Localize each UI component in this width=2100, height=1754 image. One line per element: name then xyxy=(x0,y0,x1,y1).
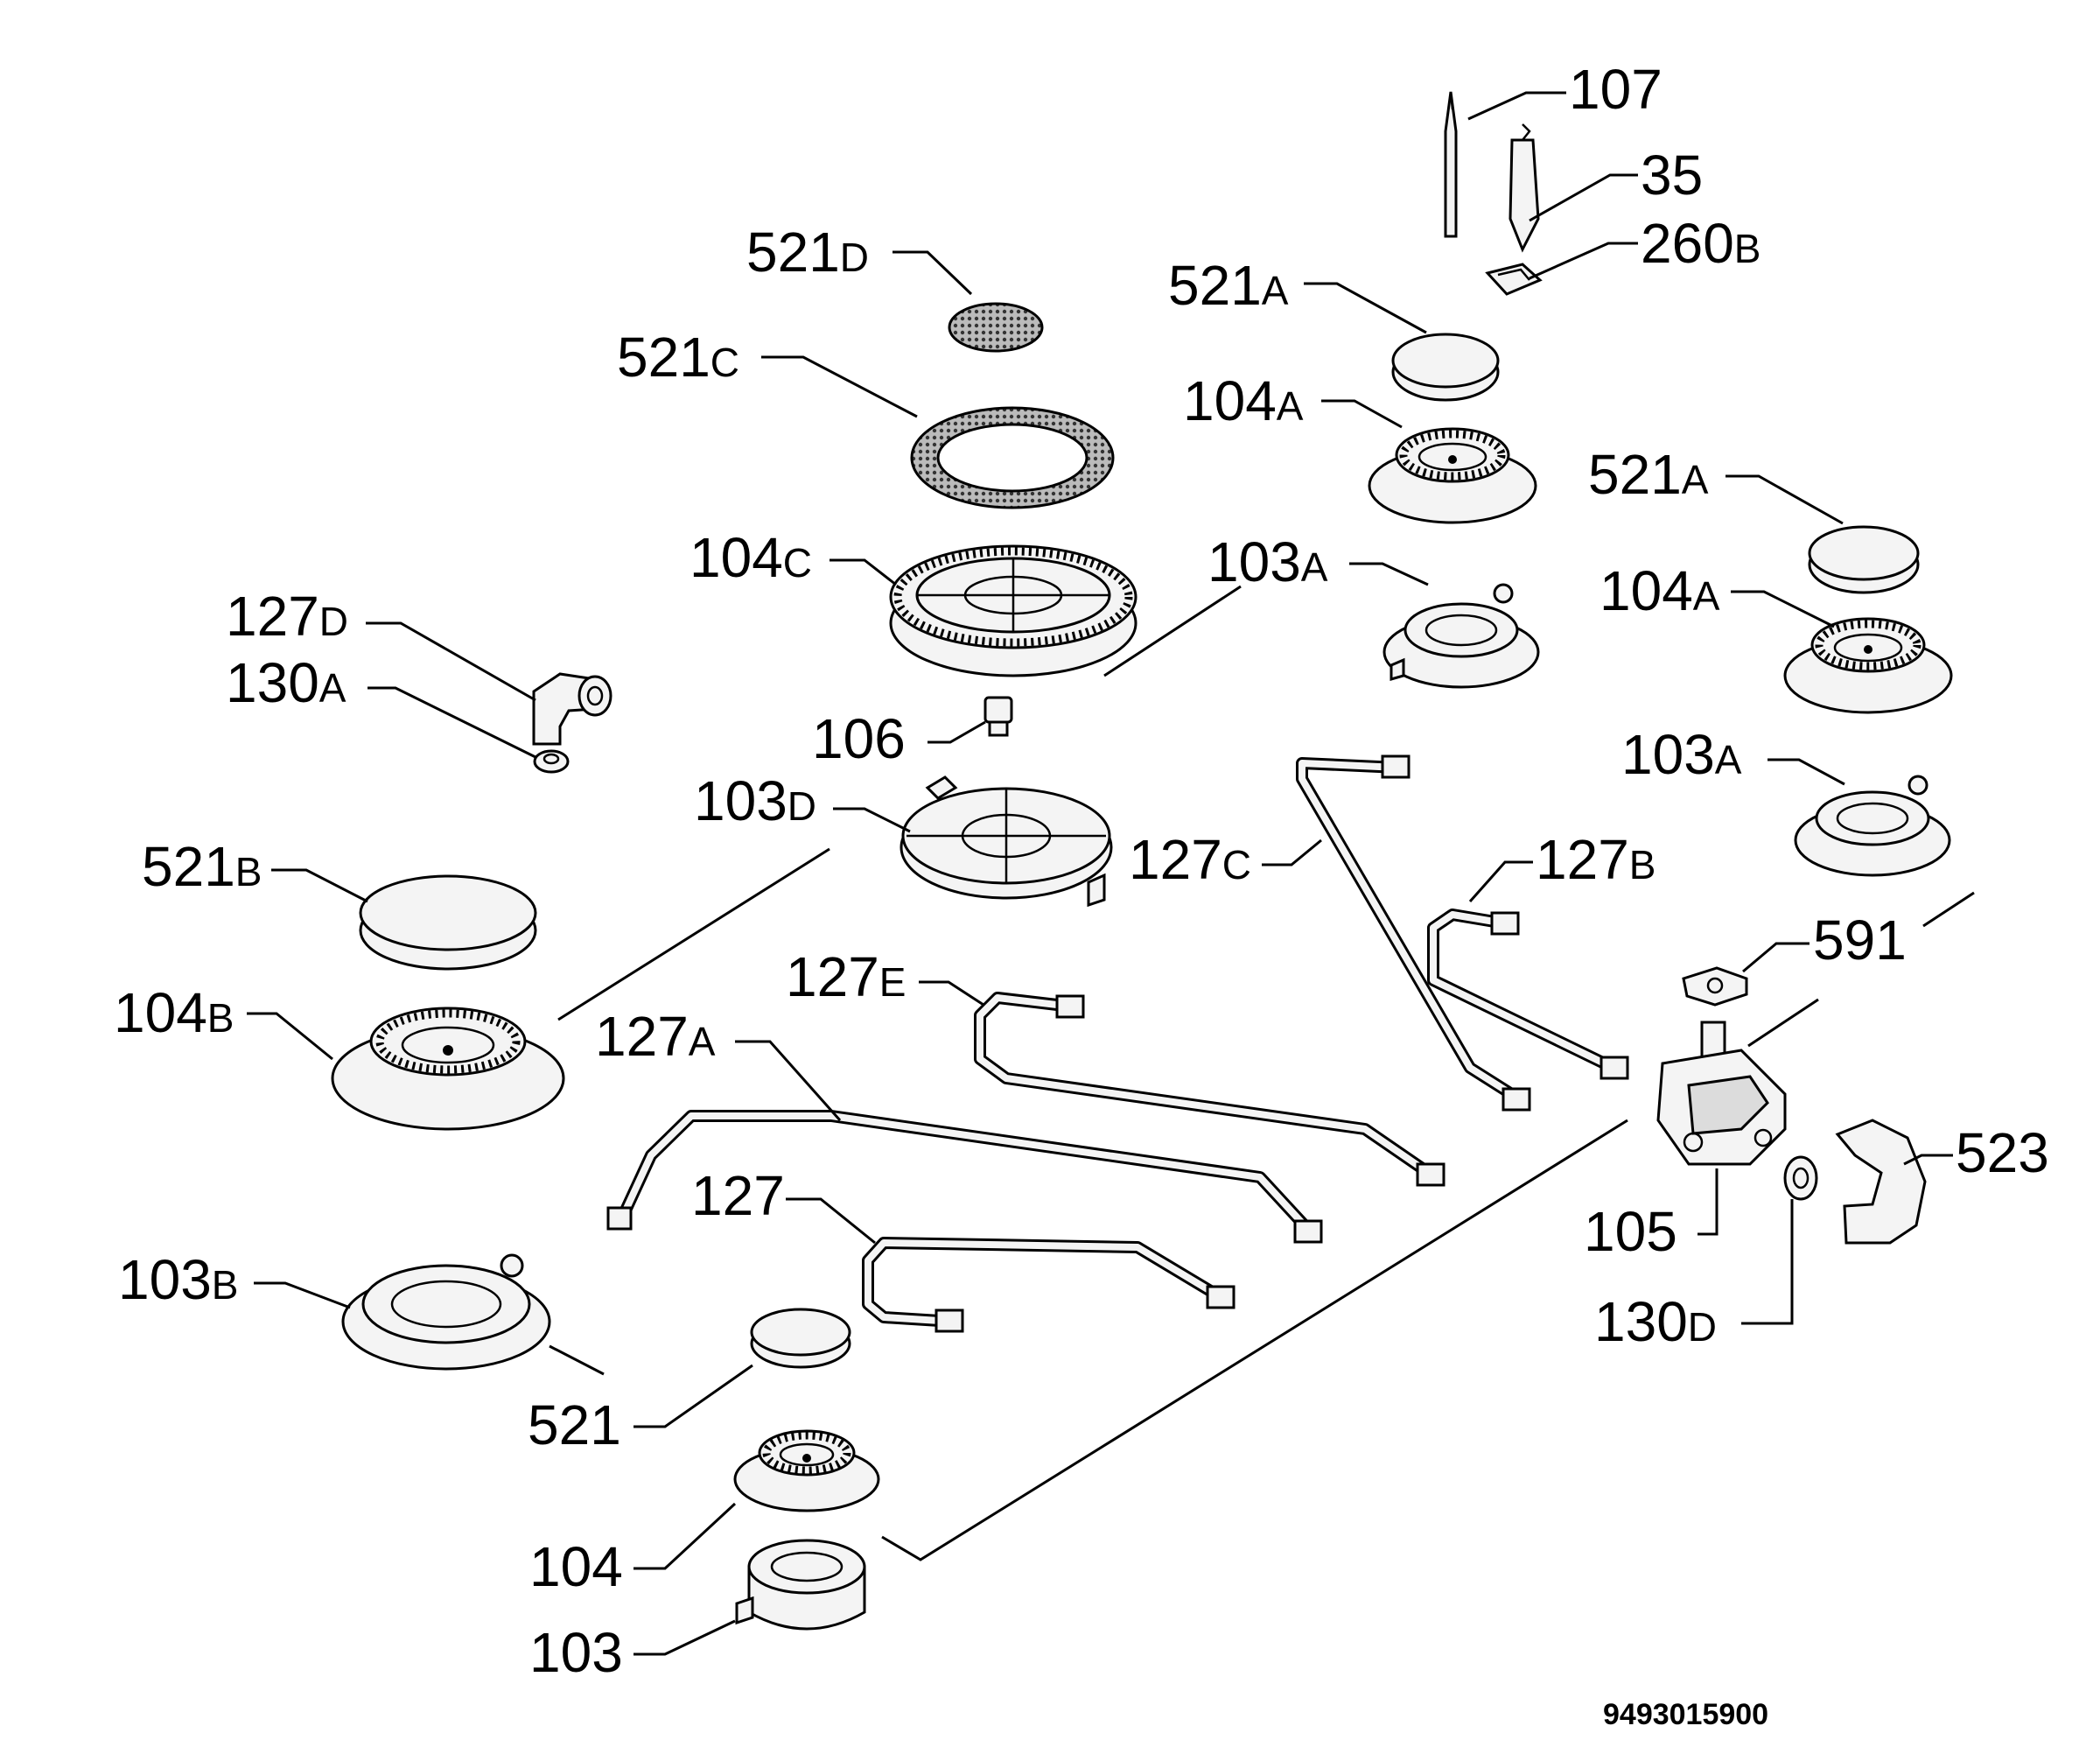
label-35: 35 xyxy=(1641,144,1704,207)
label-104b: 104B xyxy=(114,981,234,1044)
cup-103a-upper xyxy=(1382,583,1540,689)
label-106: 106 xyxy=(812,707,906,770)
gas-pipe-127a xyxy=(606,1110,1323,1244)
cup-103 xyxy=(735,1539,866,1631)
label-127a: 127A xyxy=(595,1005,716,1068)
label-521a-right: 521A xyxy=(1588,443,1709,506)
crown-104b xyxy=(331,1007,565,1131)
crown-104a-upper xyxy=(1368,427,1537,524)
label-130a: 130A xyxy=(226,651,346,714)
clip-260b xyxy=(1485,263,1543,296)
plate-591 xyxy=(1682,966,1748,1007)
label-127: 127 xyxy=(691,1164,785,1227)
gas-pipe-127e xyxy=(974,992,1446,1187)
label-103b: 103B xyxy=(118,1248,239,1311)
mesh-cap-521d xyxy=(948,302,1044,353)
burner-cup-103d xyxy=(900,775,1113,908)
ignition-electrode-35 xyxy=(1508,123,1540,253)
mesh-ring-521c xyxy=(910,406,1115,509)
cap-521b xyxy=(359,874,537,971)
label-521d: 521D xyxy=(746,221,870,284)
injector-106 xyxy=(984,696,1013,737)
label-523: 523 xyxy=(1956,1121,2049,1184)
label-103: 103 xyxy=(529,1621,623,1684)
label-105: 105 xyxy=(1584,1200,1677,1263)
label-103a-upper: 103A xyxy=(1208,530,1328,593)
crown-104a-right xyxy=(1783,617,1953,714)
cap-521 xyxy=(750,1308,851,1369)
label-521: 521 xyxy=(528,1393,621,1456)
label-521c: 521C xyxy=(617,326,740,389)
leader-lines xyxy=(247,91,1953,1656)
cup-103b xyxy=(341,1253,551,1371)
burner-crown-104c xyxy=(889,544,1138,677)
label-260b: 260B xyxy=(1641,212,1761,275)
label-127d: 127D xyxy=(226,585,349,648)
label-104a-upper: 104A xyxy=(1183,369,1304,432)
gas-pipe-127 xyxy=(862,1237,1236,1333)
cap-521a-upper xyxy=(1391,333,1500,402)
label-127c: 127C xyxy=(1129,828,1252,891)
bracket-523 xyxy=(1835,1119,1927,1245)
cap-521a-right xyxy=(1808,525,1920,594)
assembly-lines xyxy=(549,585,1975,1561)
drawing-number: 9493015900 xyxy=(1603,1698,1769,1731)
label-104c: 104C xyxy=(690,526,813,589)
washer-130a xyxy=(533,749,570,774)
label-127b: 127B xyxy=(1536,828,1656,891)
label-521b: 521B xyxy=(142,835,262,898)
label-103a-right: 103A xyxy=(1621,723,1742,786)
label-104a-right: 104A xyxy=(1600,559,1720,622)
label-127e: 127E xyxy=(786,945,906,1008)
label-104: 104 xyxy=(529,1535,623,1598)
label-107: 107 xyxy=(1569,58,1662,121)
gas-pipe-127b xyxy=(1427,909,1629,1080)
elbow-fitting-127d xyxy=(532,672,612,746)
label-521a-upper: 521A xyxy=(1168,254,1289,317)
cup-103a-right xyxy=(1794,775,1951,877)
crown-104 xyxy=(733,1429,880,1512)
thermocouple-107 xyxy=(1444,91,1458,238)
gas-tap-105 xyxy=(1656,1021,1787,1166)
washer-130d xyxy=(1783,1155,1818,1201)
label-591: 591 xyxy=(1813,909,1907,972)
gas-pipe-127c xyxy=(1296,754,1531,1112)
label-130d: 130D xyxy=(1594,1290,1718,1353)
label-103d: 103D xyxy=(694,769,817,832)
